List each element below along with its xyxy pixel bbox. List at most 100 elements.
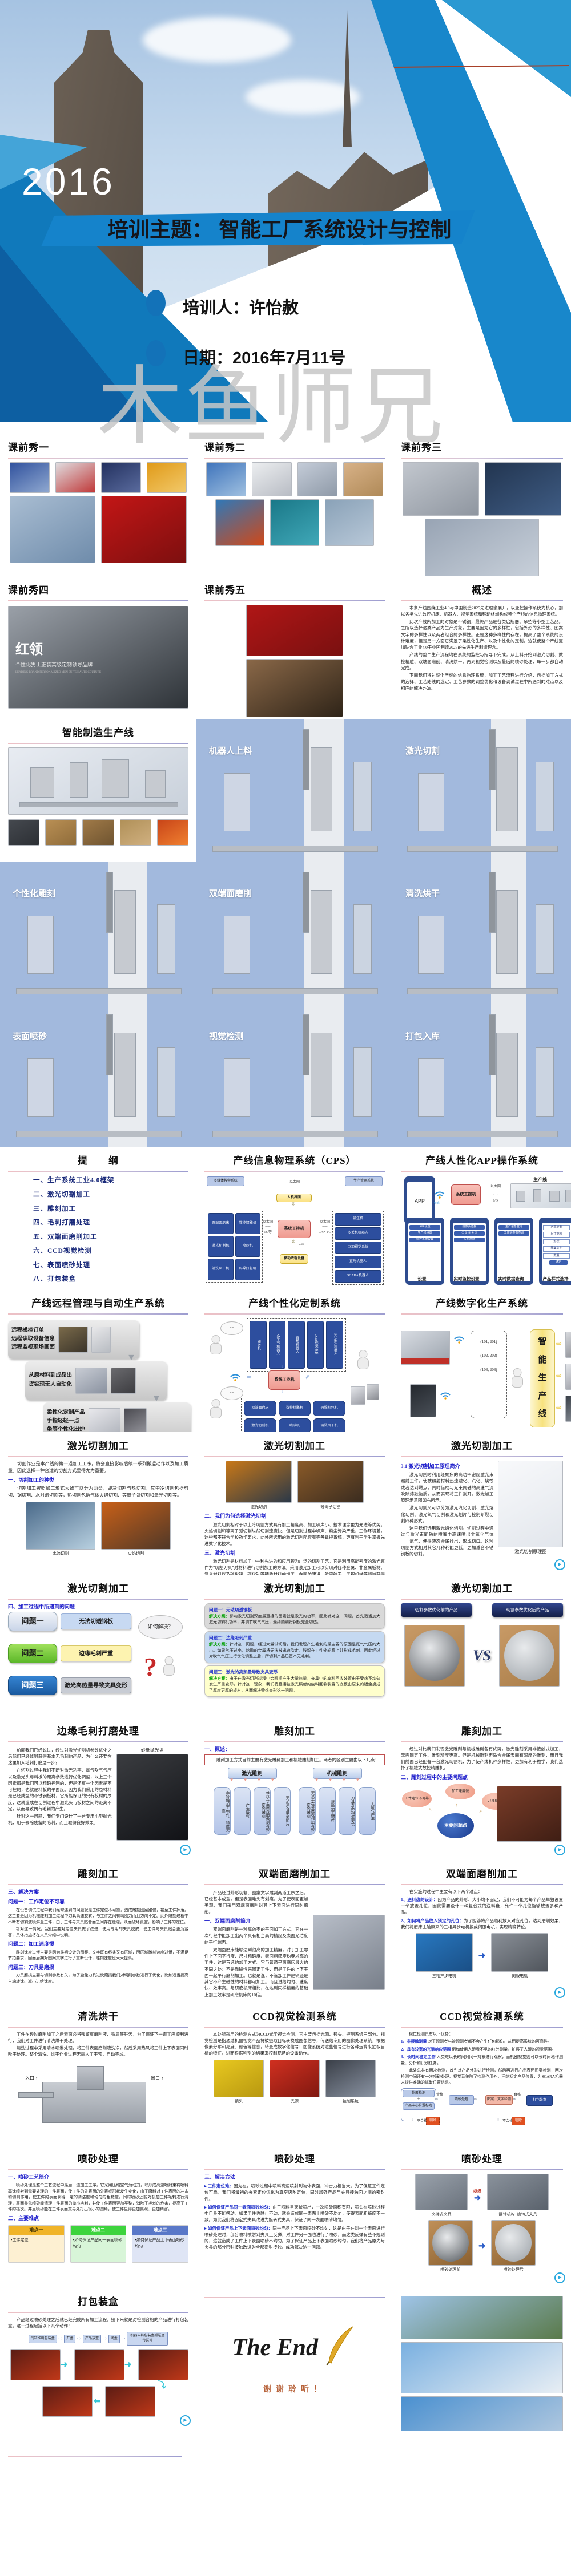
flow-start-group: 外形检测＋产品中心位置标定 bbox=[401, 2088, 436, 2121]
play-button[interactable]: ▶ bbox=[180, 2415, 191, 2426]
photo-caption: 三相异步电机 bbox=[432, 1974, 456, 1978]
reject-box: 剔除 bbox=[512, 2116, 525, 2125]
phone-button[interactable]: ① ② ③ ④ ⑤ bbox=[454, 1231, 485, 1236]
slide-clean-dry-detail: 清洗烘干工件在经过磨削加工之后表面必将残留有磨削液、铁屑等脏污，为了保证下一道工… bbox=[0, 2003, 196, 2145]
slide-sandblast: 表面喷砂 bbox=[0, 1004, 196, 1147]
figure-3d-person bbox=[512, 1368, 523, 1388]
node-system-ipc: 系统工控机 bbox=[268, 1370, 300, 1390]
intro-box: 雕刻加工方式目前主要有激光雕刻加工和机械雕刻加工。两者的区别主要由以下几点： bbox=[204, 1754, 385, 1766]
figure-3d-person bbox=[210, 1335, 222, 1354]
problem-bubble: 工件定位不可靠 bbox=[402, 1790, 432, 1807]
paragraph: 针对这一情况，我们主要对定位夹具做了改进，使用专用的夹具胶皮，使工件与夹具贴合更… bbox=[8, 1927, 188, 1938]
photo-caption: 水流切割 bbox=[53, 1551, 69, 1556]
brand-tagline: 个性化男士正装高级定制领导品牌 bbox=[15, 661, 93, 668]
phone-field[interactable]: 尺寸范围 bbox=[543, 1232, 570, 1238]
slide-smart-line: 智能制造生产线 bbox=[0, 719, 196, 862]
remote-step-3: 柔性化定制产品手指轻轻一点坐等个性化出炉 bbox=[43, 1402, 191, 1432]
decorative-diagonals bbox=[0, 0, 571, 422]
machine-cabinet bbox=[157, 904, 176, 974]
phone-button[interactable]: 工作站参数查询 bbox=[498, 1231, 529, 1236]
machine-cabinet bbox=[353, 904, 372, 974]
center-bubble: 主要问题点 bbox=[437, 1813, 474, 1838]
confirm-button[interactable]: 确定 bbox=[549, 1260, 568, 1265]
arrow-icon: ▼ bbox=[152, 1393, 161, 1404]
paragraph: 前面我们已经说过，经过对激光切割机参数优化之后我们已经能够获得基本无毛刺的产品，… bbox=[8, 1747, 112, 1766]
inlet-label: 入口 ↑ bbox=[25, 2075, 38, 2081]
phone-field[interactable]: 图案文字 bbox=[543, 1246, 570, 1252]
machine-column bbox=[302, 729, 309, 790]
photo-caption: 喷砂处理前 bbox=[440, 2267, 461, 2272]
campus-photo bbox=[401, 2296, 563, 2339]
problem-row: 问题一 无法切透钢板 bbox=[8, 1612, 131, 1631]
question-bubble: 如何解决？ bbox=[138, 1615, 183, 1639]
phone-field[interactable]: 形状 bbox=[543, 1239, 570, 1244]
photo-placeholder bbox=[138, 2349, 188, 2380]
brand-banner-photo: 红领 个性化男士正装高级定制领导品牌 LEADING BRAND PERSONA… bbox=[8, 605, 188, 709]
flow-step: 开盒 bbox=[64, 2334, 76, 2343]
difficulty-card: 难点三•如何保证产品上下表面喷砂均匀 bbox=[132, 2225, 189, 2263]
slide-title: 清洗烘干 bbox=[78, 2011, 119, 2022]
machine-cabinet bbox=[417, 916, 444, 974]
slide-laser-2: 激光切割加工激光切割等离子切割二、我们为何选择激光切割激光切割相对于以上冷切割方… bbox=[196, 1432, 393, 1575]
bus-label: 以太网⇔I/O bbox=[490, 1184, 501, 1203]
paragraph: 激光切割又可以分为激光汽化切割、激光熔化切割、激光氧气切割和激光划片与控制断裂切… bbox=[401, 1505, 494, 1523]
slide-blast-2: 喷砂处理三、解决方法▸ 工件定位难：因为在，喷砂过程中喷料高速喷射到物体表面，冲… bbox=[196, 2145, 393, 2288]
phone-button[interactable]: 实时画面 bbox=[454, 1237, 485, 1242]
outlet-label: 出口 ↑ bbox=[151, 2075, 163, 2081]
slide-title: 喷砂处理 bbox=[78, 2154, 119, 2165]
machine-base bbox=[407, 1130, 558, 1137]
before-button[interactable]: 切割参数优化前的产品 bbox=[401, 1603, 472, 1617]
phone-button[interactable]: APP设置 bbox=[409, 1224, 440, 1230]
section-heading: 3.1 激光切割加工原理简介 bbox=[401, 1463, 460, 1469]
slide-title: CCD视觉检测系统 bbox=[440, 2011, 524, 2022]
title-underline bbox=[401, 2026, 563, 2028]
photo-placeholder bbox=[42, 2386, 93, 2417]
machine-cabinet bbox=[417, 1058, 444, 1117]
problem-row: 问题三 激光高热量导致夹具变形 bbox=[8, 1676, 131, 1695]
arrow-icon: ⇩ bbox=[411, 2118, 415, 2122]
slide-title: 产线个性化定制系统 bbox=[248, 1298, 341, 1309]
photo-placeholder bbox=[491, 2220, 536, 2266]
slide-burr-grinding: 边缘毛刺打磨处理前面我们已经说过，经过对激光切割机参数优化之后我们已经能够获得基… bbox=[0, 1717, 196, 1860]
section-heading: 问题二：加工速度慢 bbox=[8, 1941, 55, 1947]
play-button[interactable]: ▶ bbox=[554, 1987, 565, 1998]
title-underline bbox=[204, 457, 385, 459]
photo-placeholder bbox=[485, 462, 561, 516]
phone-button[interactable]: 摄像头选择 bbox=[454, 1224, 485, 1230]
phone-field[interactable]: 产品类型 bbox=[543, 1224, 570, 1230]
phone-button[interactable]: 生产线设置 bbox=[409, 1231, 440, 1236]
machine-cabinet bbox=[535, 1047, 554, 1117]
machine-node: 激光切割机 bbox=[244, 1418, 276, 1432]
machine-column bbox=[302, 871, 309, 933]
slide-title: 激光切割加工 bbox=[264, 1441, 325, 1451]
slide-title: 课前秀五 bbox=[204, 585, 246, 596]
coordinates-box: (101, 201)(102, 202)(103, 203) bbox=[471, 1330, 507, 1418]
lead-paragraph: ▸ 工件定位难：因为在，喷砂过程中喷料高速喷射到物体表面，冲击力相当大。为了保证… bbox=[204, 2183, 385, 2202]
disc-product-photo bbox=[409, 1629, 460, 1681]
photo-row bbox=[8, 495, 188, 563]
play-button[interactable]: ▶ bbox=[554, 1559, 565, 1570]
photo-placeholder bbox=[10, 2349, 61, 2380]
paragraph: 清洗过程中采用清水喷淋处理，将工件表面磨削液洗净，然后采用热风将工件上下表面同时… bbox=[8, 2045, 188, 2057]
title-underline bbox=[8, 1741, 188, 1742]
photo-row bbox=[204, 462, 385, 496]
phone-button[interactable]: 生产信息查询 bbox=[498, 1224, 529, 1230]
machine-cabinet bbox=[224, 916, 251, 974]
machine-node: 清洗风干机 bbox=[313, 1418, 345, 1432]
title-underline bbox=[204, 1883, 385, 1885]
photo-placeholder bbox=[487, 2173, 549, 2210]
slide-overview: 概述本条产线围绕工业4.0与中国制造2025先进理念展开，以亚控操作系统为核心，… bbox=[393, 576, 571, 719]
photo-caption: 光源 bbox=[291, 2098, 299, 2104]
outline-item: 六、CCD视觉检测 bbox=[33, 1247, 92, 1255]
photo-placeholder bbox=[111, 1367, 136, 1394]
machine-base bbox=[212, 845, 379, 852]
disc-product-photo bbox=[495, 2224, 532, 2262]
phone-field[interactable]: 数量 bbox=[543, 1253, 570, 1259]
play-button[interactable]: ▶ bbox=[554, 2272, 565, 2283]
phone-button[interactable]: 监控系统设置 bbox=[409, 1237, 440, 1242]
play-button[interactable]: ▶ bbox=[554, 1845, 565, 1855]
after-button[interactable]: 切割参数优化后的产品 bbox=[492, 1603, 563, 1617]
slide-title: 概述 bbox=[472, 585, 492, 596]
play-button[interactable]: ▶ bbox=[180, 1845, 191, 1855]
